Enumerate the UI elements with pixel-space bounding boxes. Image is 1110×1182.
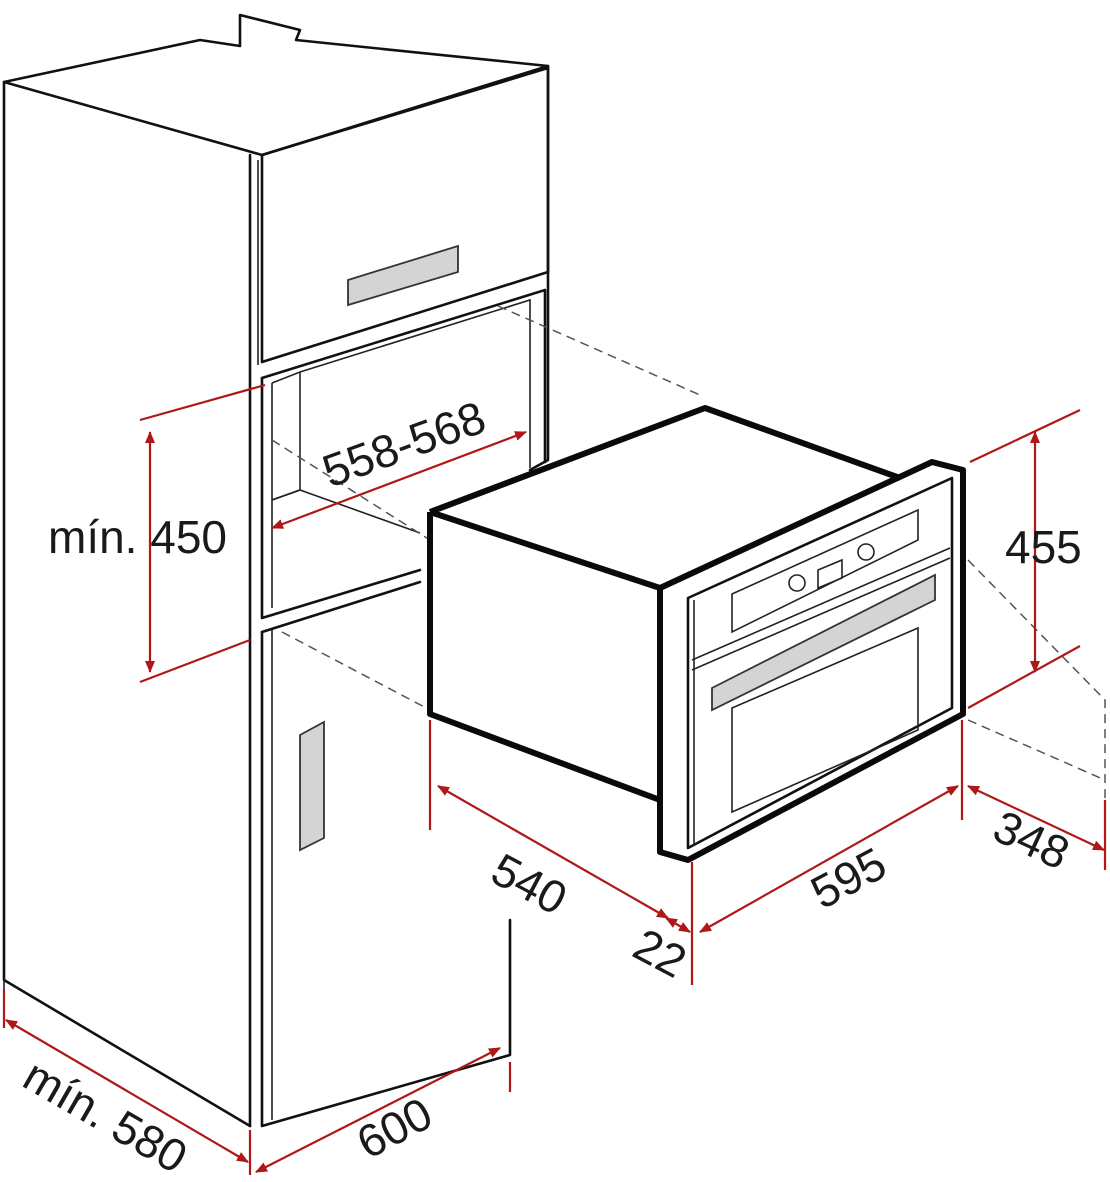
bottom-door-handle — [299, 720, 325, 852]
top-door-handle-shape — [347, 244, 459, 307]
door-depth-label: 348 — [986, 800, 1078, 880]
microwave-oven — [427, 405, 966, 863]
dimension-lines — [2, 383, 1107, 1175]
niche-height-label: mín. 450 — [48, 511, 227, 563]
tall-cabinet — [2, 13, 550, 1128]
width-label: 595 — [802, 837, 894, 919]
height-label: 455 — [1005, 521, 1082, 573]
oven-door-handle — [711, 573, 936, 712]
niche-width-label: 558-568 — [316, 391, 492, 498]
depth-label: 540 — [483, 843, 575, 925]
cabinet-width-label: 600 — [348, 1087, 440, 1169]
